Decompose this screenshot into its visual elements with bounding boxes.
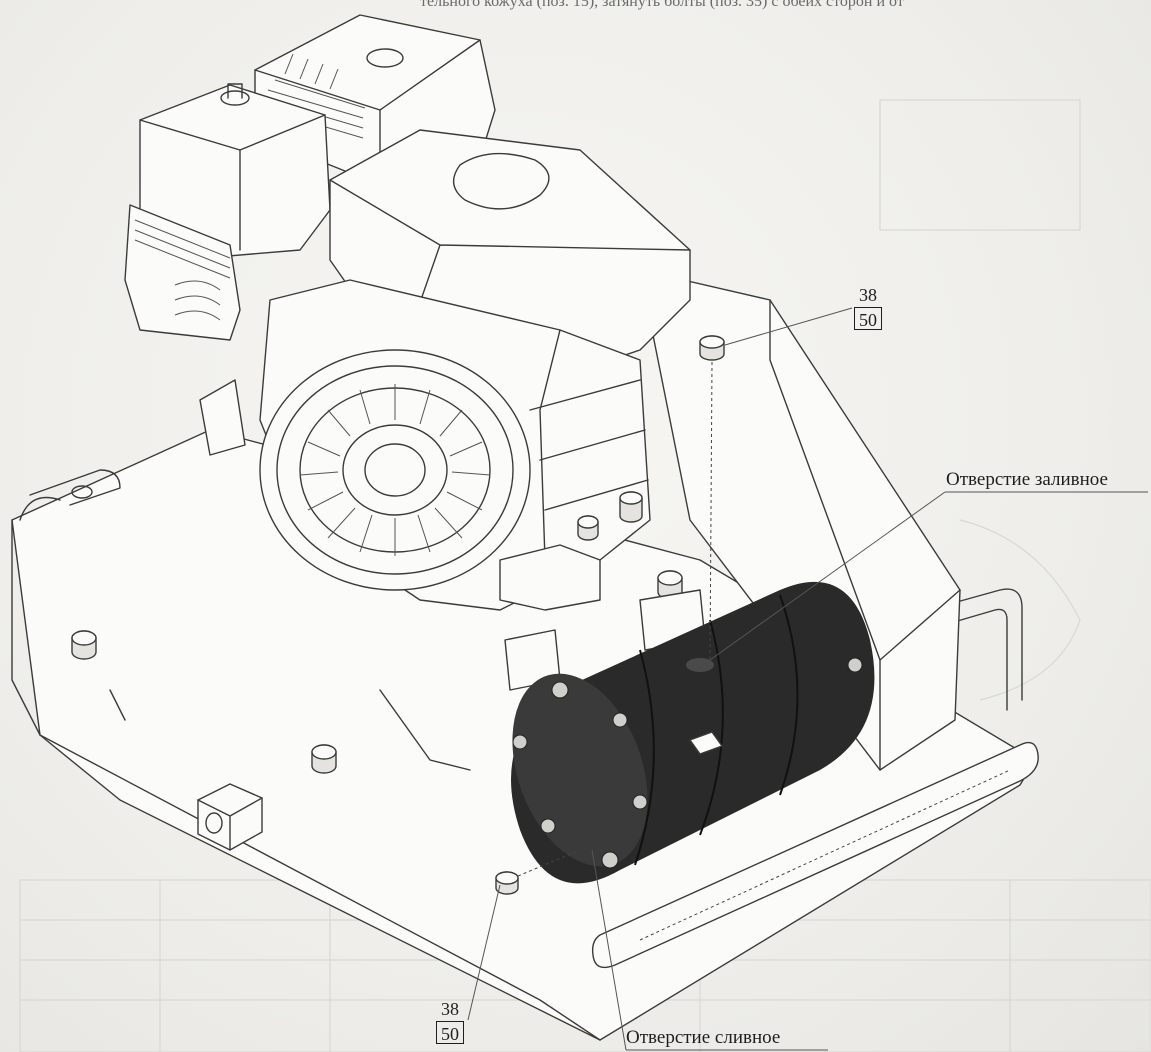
fill-hole-label: Отверстие заливное [946,469,1108,490]
belt-guard-housing [639,269,961,771]
drain-plug [495,849,581,895]
fill-plug [699,335,725,661]
leader-lines [467,307,1148,1051]
recoil-starter [259,349,531,591]
vibration-exciter [511,581,875,884]
plate-bolts [71,630,337,774]
top-plug-denominator: 50 [854,308,882,330]
bottom-plug-numerator: 38 [436,1000,464,1022]
bottom-plug-denominator: 50 [436,1022,464,1044]
air-filter [124,83,331,341]
lifting-eye-block [197,783,263,851]
page-top-caption: тельного кожуха (поз. 15), затянуть болт… [420,0,904,10]
top-plug-position: 38 50 [854,286,882,330]
bottom-plug-position: 38 50 [436,1000,464,1044]
drain-hole-label: Отверстие сливное [626,1027,781,1048]
top-plug-numerator: 38 [854,286,882,308]
